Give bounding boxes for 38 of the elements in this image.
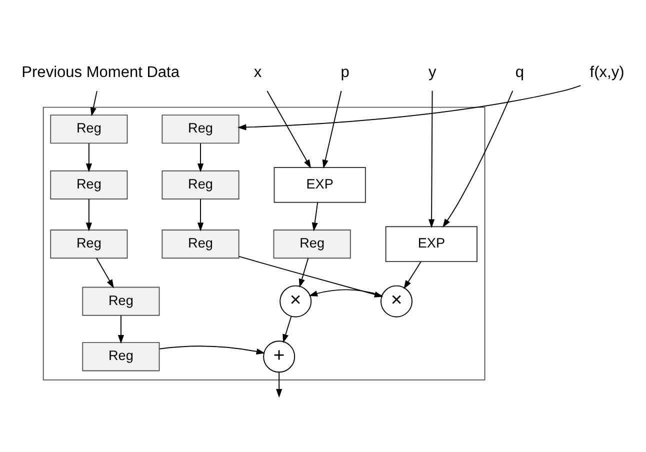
arrow (86, 142, 92, 172)
node-box: EXP (385, 226, 478, 262)
arrow (237, 84, 582, 130)
arrow (312, 201, 318, 231)
node-text: Previous Moment Data (22, 64, 180, 81)
arrow (404, 260, 422, 289)
arrow (322, 90, 342, 168)
node-box: Reg (50, 114, 128, 144)
arrow (276, 372, 282, 398)
node-circle: × (280, 284, 312, 317)
arrow (266, 90, 312, 168)
arrow (86, 198, 92, 231)
arrow (159, 345, 266, 354)
node-text: q (515, 64, 524, 81)
arrow (96, 257, 114, 288)
arrow (298, 257, 309, 288)
arrow (90, 90, 98, 116)
node-text: f(x,y) (590, 64, 624, 81)
arrow (118, 314, 124, 344)
node-text: x (254, 64, 262, 81)
node-box: Reg (162, 170, 240, 199)
node-box: Reg (273, 229, 351, 258)
node-box: Reg (50, 170, 128, 199)
node-text: y (428, 64, 436, 81)
arrow (282, 315, 292, 342)
node-box: EXP (274, 166, 366, 202)
arrow (197, 198, 204, 231)
node-circle: × (380, 284, 412, 317)
node-text: p (340, 64, 350, 81)
node-circle: + (263, 340, 296, 372)
arrow (442, 90, 514, 228)
node-box: Reg (162, 229, 240, 258)
node-box: Reg (50, 229, 128, 258)
node-box: Reg (82, 342, 160, 371)
arrow (428, 90, 435, 228)
arrow (197, 142, 204, 172)
node-box: Reg (162, 114, 240, 144)
node-box: Reg (82, 286, 160, 316)
